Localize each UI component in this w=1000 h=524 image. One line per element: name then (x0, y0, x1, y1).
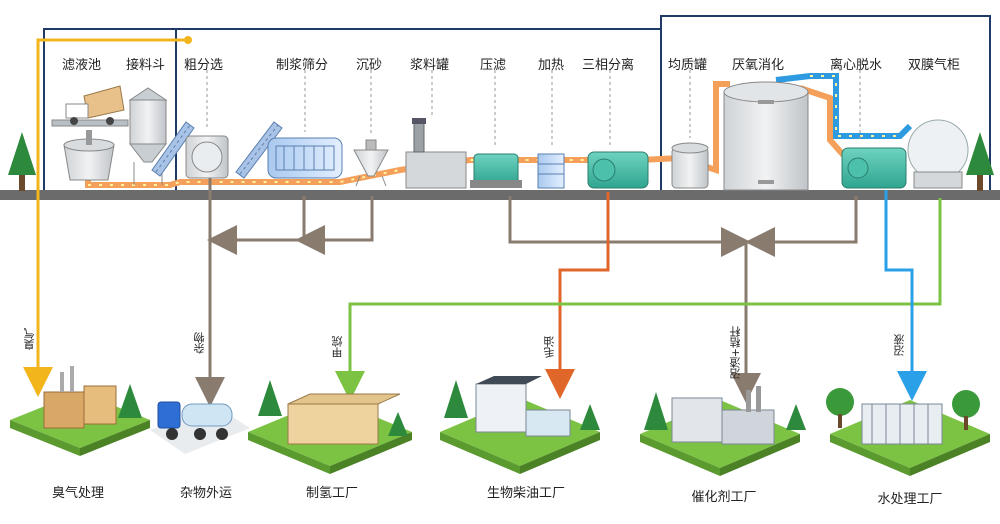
odor-treatment-facility-icon (10, 366, 150, 456)
facility-label-biodiesel-plant: 生物柴油工厂 (486, 486, 565, 501)
gas-holder-icon (907, 119, 969, 189)
stream-label-odor: 臭气 (23, 328, 36, 350)
label-slurry-tank: 浆料罐 (410, 58, 450, 73)
label-homogenizing-tank: 均质罐 (668, 58, 708, 73)
gas-plant-facility-icon (248, 380, 412, 474)
odor-line (23, 38, 188, 397)
facility-label-water-treatment-plant: 水处理工厂 (877, 492, 943, 507)
coarse-sorting-icon (185, 135, 229, 179)
stream-label-biogas-slurry: 沼液 (893, 334, 906, 356)
facility-label-gas-plant: 制氢工厂 (305, 486, 358, 501)
crude-oil-line (545, 192, 610, 399)
label-coarse-sorting: 粗分选 (184, 58, 224, 73)
digester-output-pipe (799, 85, 849, 160)
dump-truck-icon (65, 85, 125, 125)
impurity-transport-truck-icon (150, 401, 250, 454)
tree-left-icon (8, 132, 36, 191)
sand-settling-icon (353, 139, 389, 187)
biogas-slurry-line (884, 190, 927, 401)
ground-line (0, 190, 1000, 200)
facility-label-impurity-transport: 杂物外运 (179, 486, 232, 501)
label-heating: 加热 (538, 58, 565, 73)
centrifuge-icon (841, 147, 907, 189)
conveyor-2-icon (235, 121, 283, 179)
filtrate-tank-icon (63, 130, 115, 181)
slurry-tank-icon (405, 118, 467, 189)
stream-label-impurities: 杂物 (193, 332, 206, 354)
heater-icon (537, 153, 565, 189)
label-receiving-hopper: 接料斗 (126, 58, 166, 73)
catalyst-plant-facility-icon (640, 386, 806, 476)
homogenizing-tank-icon (671, 142, 709, 189)
label-sand-settling: 沉砂 (356, 58, 383, 73)
water-treatment-plant-facility-icon (826, 388, 990, 476)
label-guides (206, 70, 861, 148)
residue-line (508, 196, 751, 257)
receiving-hopper-icon (128, 87, 168, 185)
stream-label-biogas-residue: 沼渣+秸秆 (729, 326, 742, 380)
label-three-phase-separation: 三相分离 (582, 58, 635, 73)
label-anaerobic-digestion: 厌氧消化 (732, 58, 785, 73)
anaerobic-digester-icon (723, 81, 809, 191)
stream-label-crude-oil: 毛油 (543, 336, 556, 358)
impurity-line (295, 196, 374, 255)
pulping-screen-icon (267, 137, 343, 179)
label-pulping-screening: 制浆筛分 (276, 58, 329, 73)
stream-label-methane: 甲烷 (331, 336, 344, 358)
biodiesel-plant-facility-icon (440, 376, 600, 474)
three-phase-separator-icon (587, 151, 649, 189)
conveyor-1-icon (151, 121, 195, 177)
methane-line (335, 198, 942, 401)
facility-label-catalyst-plant: 催化剂工厂 (691, 490, 757, 505)
label-filter-tank: 滤液池 (62, 58, 102, 73)
label-centrifugal-dewatering: 离心脱水 (830, 58, 883, 73)
tree-right-icon (966, 132, 994, 191)
digestion-frame (660, 15, 991, 192)
label-double-membrane-gas-holder: 双膜气柜 (908, 58, 961, 73)
label-press-filter: 压滤 (480, 58, 507, 73)
platform (51, 119, 129, 127)
press-filter-icon (470, 153, 522, 188)
facility-label-odor-treatment: 臭气处理 (51, 486, 104, 501)
